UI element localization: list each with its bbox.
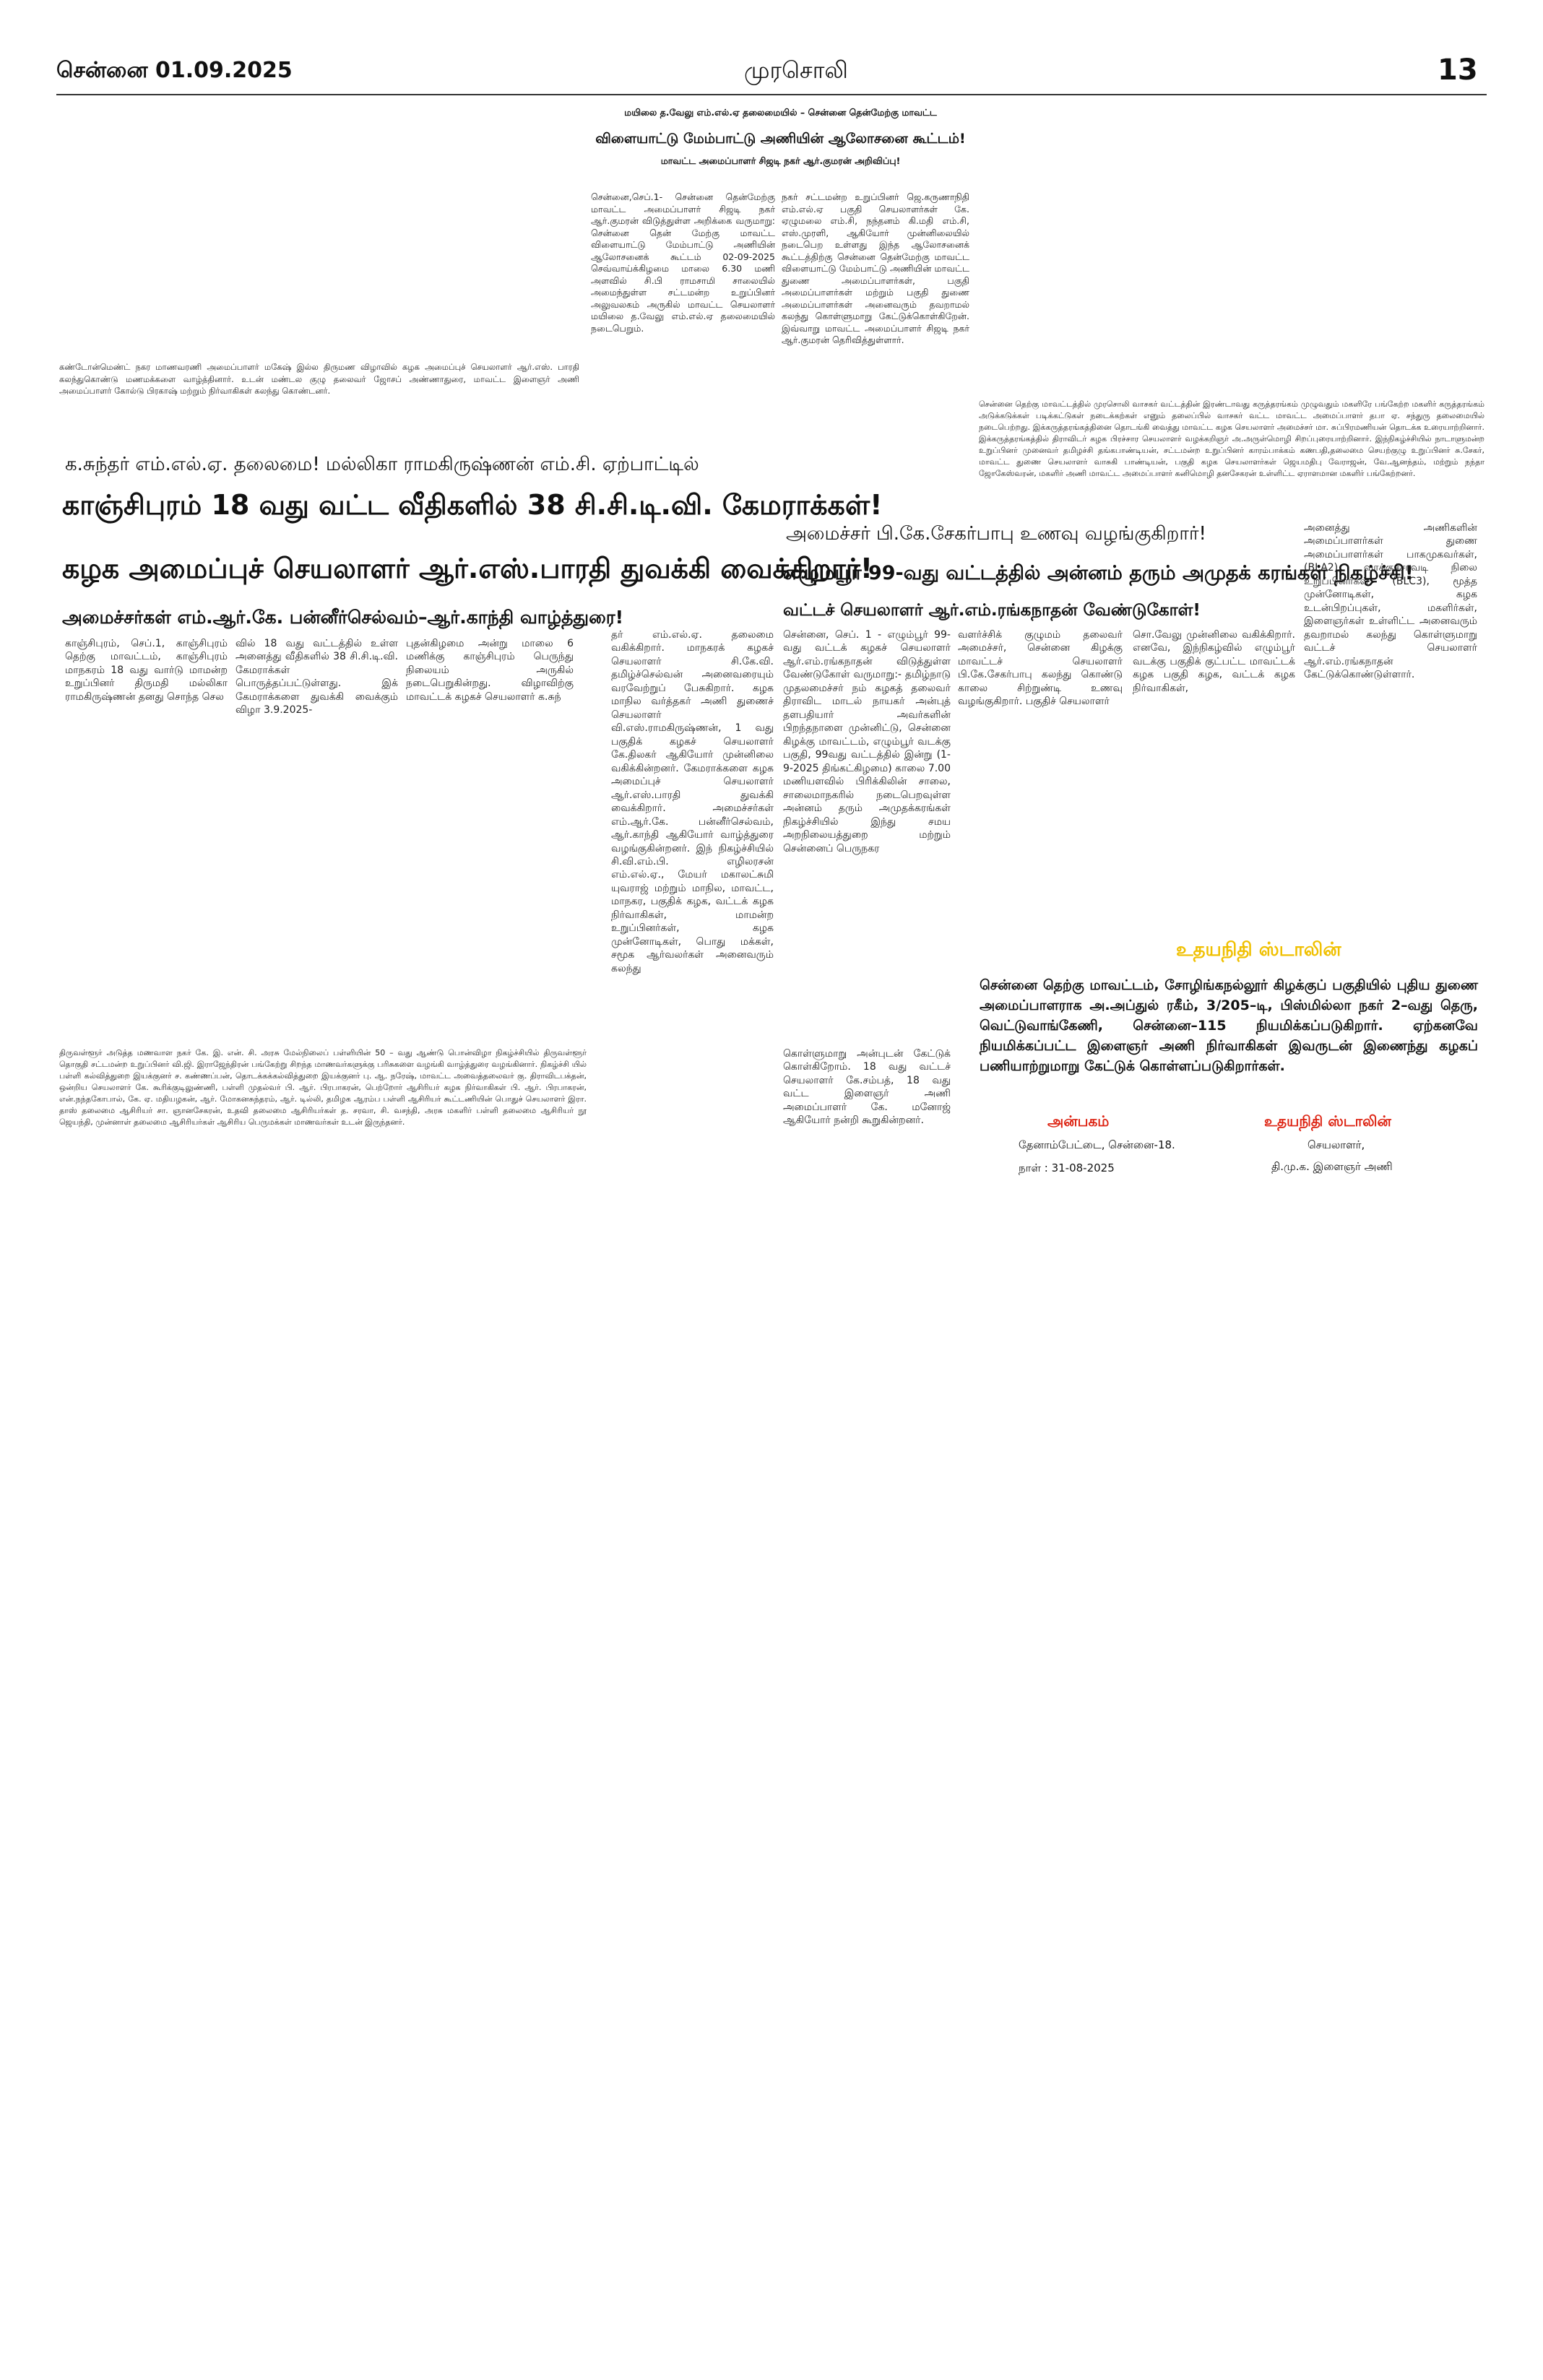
notice-sign-name: உதயநிதி ஸ்டாலின்	[1264, 1112, 1391, 1130]
seminar-photo	[979, 107, 1484, 394]
masthead-date: சென்னை 01.09.2025	[56, 58, 293, 83]
sports-article: மயிலை த.வேலு எம்.எல்.ஏ தலைமையில் – சென்ன…	[591, 107, 970, 168]
annam-body-col1: சென்னை, செப். 1 - எழும்பூர் 99-வது வட்டக…	[783, 629, 951, 854]
wedding-photo	[56, 107, 580, 358]
annam-subhead: வட்டச் செயலாளர் ஆர்.எம்.ரங்கநாதன் வேண்டு…	[783, 601, 1201, 620]
cctv-body-col3: புதன்கிழமை அன்று மாலை 6 மணிக்கு காஞ்சிபு…	[406, 638, 574, 703]
cctv-body-col4: தர் எம்.எல்.ஏ. தலைமை வகிக்கிறார். மாநகரக…	[611, 629, 774, 974]
cctv-headline-2: கழக அமைப்புச் செயலாளர் ஆர்.எஸ்.பாரதி துவ…	[62, 553, 873, 584]
annam-body-col2: வளர்ச்சிக் குழுமம் தலைவர் அமைச்சர், சென்…	[958, 629, 1123, 708]
annam-body-col5: கொள்ளுமாறு அன்புடன் கேட்டுக் கொள்கிறோம்.…	[783, 1048, 951, 1127]
cctv-headline-1: காஞ்சிபுரம் 18 வது வட்ட வீதிகளில் 38 சி.…	[62, 489, 883, 521]
sports-headline: விளையாட்டு மேம்பாட்டு அணியின் ஆலோசனை கூட…	[595, 131, 966, 147]
wedding-caption: கண்டோன்மெண்ட் நகர மாணவரணி அமைப்பாளர் மகே…	[59, 362, 579, 397]
annam-body-col3: சொ.வேலு முன்னிலை வகிக்கிறார். எனவே, இந்ந…	[1133, 629, 1295, 694]
cctv-kicker: க.சுந்தர் எம்.எல்.ஏ. தலைமை! மல்லிகா ராமக…	[65, 454, 699, 475]
notice-signature-top: உதயநிதி ஸ்டாலின்	[1176, 939, 1341, 961]
notice-portrait	[1150, 795, 1323, 925]
notice-sign-role2: தி.மு.க. இளைஞர் அணி	[1271, 1160, 1393, 1173]
cctv-body-col1: காஞ்சிபுரம், செப்.1, காஞ்சிபுரம் தெற்கு …	[65, 638, 228, 703]
sports-body-col1: சென்னை,செப்.1- சென்னை தென்மேற்கு மாவட்ட …	[591, 191, 775, 334]
masthead-paper-name: முரசொலி	[744, 56, 848, 84]
masthead-rule	[56, 94, 1487, 95]
school-photo	[59, 795, 587, 1044]
notice-place: தேனாம்பேட்டை, சென்னை-18.	[1019, 1138, 1175, 1151]
seminar-caption: சென்னை தெற்கு மாவட்டத்தில் முரசொலி வாசகர…	[979, 399, 1484, 478]
annam-kicker: அமைச்சர் பி.கே.சேகர்பாபு உணவு வழங்குகிறா…	[786, 523, 1206, 545]
sports-body-col2: நகர் சட்டமன்ற உறுப்பினர் ஜெ.கருணாநிதி எம…	[782, 191, 969, 345]
notice-date: நாள் : 31-08-2025	[1019, 1161, 1115, 1174]
page-number: 13	[1438, 53, 1478, 87]
annam-headline: எழும்பூர் 99-வது வட்டத்தில் அன்னம் தரும்…	[783, 562, 1414, 584]
annam-body-col4: அனைத்து அணிகளின் அமைப்பாளர்கள் துணை அமைப…	[1304, 522, 1477, 681]
sports-subhead: மாவட்ட அமைப்பாளர் சிஜடி நகர் ஆர்.குமரன் …	[660, 155, 901, 166]
notice-sign-role1: செயலாளர்,	[1308, 1138, 1365, 1151]
cctv-body-col2: வில் 18 வது வட்டத்தில் உள்ள அனைத்து வீதி…	[235, 638, 398, 717]
notice-anbagam: அன்பகம்	[1047, 1112, 1110, 1130]
sports-kicker: மயிலை த.வேலு எம்.எல்.ஏ தலைமையில் – சென்ன…	[624, 107, 937, 118]
cctv-subhead: அமைச்சர்கள் எம்.ஆர்.கே. பன்னீர்செல்வம்–ஆ…	[62, 607, 624, 628]
school-caption: திருவள்ளூர் அடுத்த மணவாள நகர் கே. இ. என்…	[59, 1048, 587, 1127]
notice-body: சென்னை தெற்கு மாவட்டம், சோழிங்கநல்லூர் க…	[980, 977, 1478, 1075]
